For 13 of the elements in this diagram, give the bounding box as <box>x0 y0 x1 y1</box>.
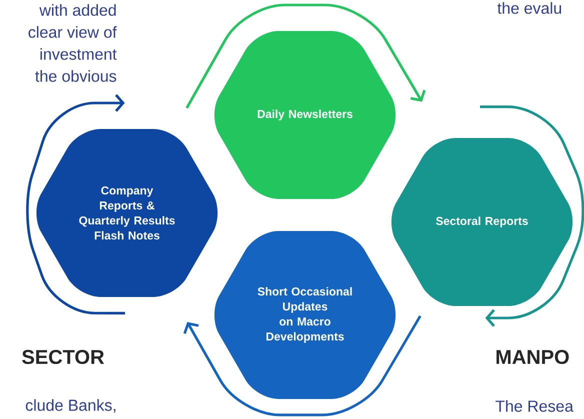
hexagon: Sectoral Reports <box>391 138 573 306</box>
body-text: investment <box>40 48 117 60</box>
body-text: the evalu <box>497 2 562 14</box>
body-text: clear view of <box>28 26 117 38</box>
body-text: The Resea <box>496 400 574 412</box>
hexagon: Daily Newsletters <box>214 30 396 199</box>
hexagon: Company Reports & Quarterly Results Flash Notes <box>36 128 218 297</box>
body-text: with added <box>39 4 116 16</box>
body-text: clude Banks, <box>26 399 116 413</box>
heading: SECTOR <box>22 350 104 364</box>
heading: MANPO <box>496 350 569 364</box>
body-text: the obvious <box>35 70 116 82</box>
hexagon: Short Occasional Updates on Macro Developments <box>214 230 396 399</box>
